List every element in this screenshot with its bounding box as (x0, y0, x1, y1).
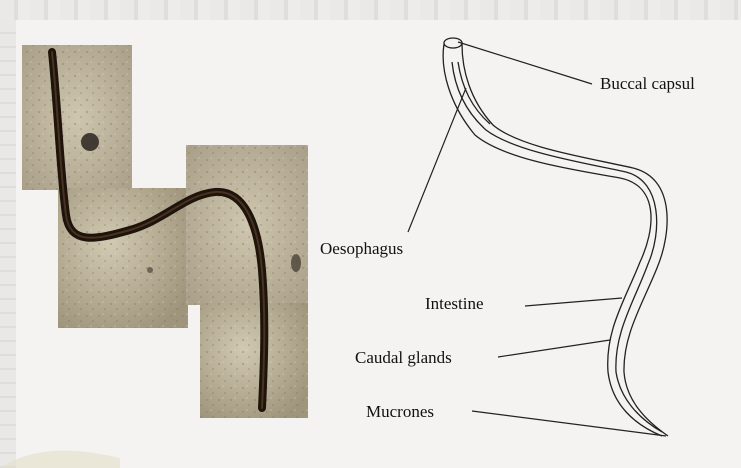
label-oesophagus: Oesophagus (320, 240, 403, 257)
nematode-photo (0, 0, 320, 430)
nematode-line-drawing (290, 0, 741, 468)
body-outline-right (462, 44, 668, 436)
pointer-oesophagus (408, 88, 466, 232)
label-buccal-capsule: Buccal capsul (600, 75, 695, 92)
label-intestine: Intestine (425, 295, 484, 312)
pointer-buccal (458, 42, 592, 84)
body-outline-left (443, 44, 662, 436)
pointer-mucrones (472, 411, 666, 436)
label-mucrones: Mucrones (366, 403, 434, 420)
pointer-intestine (525, 298, 622, 306)
pointer-caudal (498, 340, 610, 357)
label-caudal-glands: Caudal glands (355, 349, 452, 366)
decorative-swoosh (0, 428, 120, 468)
